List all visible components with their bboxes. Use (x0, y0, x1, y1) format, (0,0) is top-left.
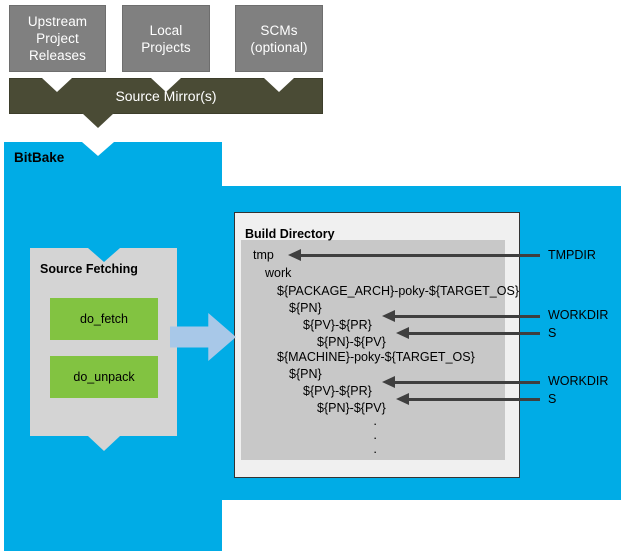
tree-line: ${PN}-${PV} (317, 335, 386, 349)
tree-line: ${PN} (289, 367, 322, 381)
source-box-local-projects: Local Projects (122, 5, 210, 72)
source-fetching-title: Source Fetching (40, 262, 138, 276)
pointer-label-s-2: S (548, 392, 557, 406)
pointer-label-workdir-2: WORKDIR (548, 374, 609, 388)
source-mirror-label: Source Mirror(s) (115, 88, 217, 104)
source-box-upstream: Upstream Project Releases (9, 5, 106, 72)
build-directory-title: Build Directory (245, 227, 335, 241)
bitbake-label: BitBake (14, 150, 65, 165)
tree-line: tmp (253, 248, 274, 262)
source-box-scms-line-2: (optional) (250, 39, 308, 55)
source-box-scms: SCMs (optional) (235, 5, 323, 72)
pointer-line-workdir-1 (387, 315, 540, 318)
source-box-upstream-line-3: Releases (28, 48, 87, 63)
source-fetching-panel (30, 248, 177, 436)
tree-line: ${PV}-${PR} (303, 384, 372, 398)
pointer-line-tmpdir (292, 254, 540, 257)
mirror-outflow-arrow-icon (82, 113, 114, 128)
pointer-line-s-1 (401, 332, 540, 335)
tree-ellipsis-dot: · (373, 416, 378, 431)
tree-ellipsis-dot: · (373, 430, 378, 445)
pointer-label-workdir-1: WORKDIR (548, 308, 609, 322)
source-box-local-line-2: Projects (141, 39, 191, 55)
pointer-label-tmpdir: TMPDIR (548, 248, 596, 262)
source-box-scms-line-1: SCMs (260, 22, 298, 38)
tree-line: ${PACKAGE_ARCH}-poky-${TARGET_OS} (277, 284, 519, 298)
task-box-do-fetch[interactable]: do_fetch (50, 298, 158, 340)
tree-line: ${PV}-${PR} (303, 318, 372, 332)
pointer-line-s-2 (401, 398, 540, 401)
tree-line: ${PN} (289, 301, 322, 315)
pointer-label-s-1: S (548, 326, 557, 340)
source-box-upstream-line-2: Project (36, 31, 79, 46)
source-box-local-line-1: Local (149, 22, 183, 38)
source-box-upstream-line-1: Upstream (27, 14, 88, 29)
tree-ellipsis-dot: · (373, 444, 378, 459)
build-directory-tree-panel (241, 240, 505, 460)
pointer-line-workdir-2 (387, 381, 540, 384)
task-box-do-unpack[interactable]: do_unpack (50, 356, 158, 398)
tree-line: ${PN}-${PV} (317, 401, 386, 415)
tree-line: ${MACHINE}-poky-${TARGET_OS} (277, 350, 475, 364)
tree-line: work (265, 266, 292, 280)
